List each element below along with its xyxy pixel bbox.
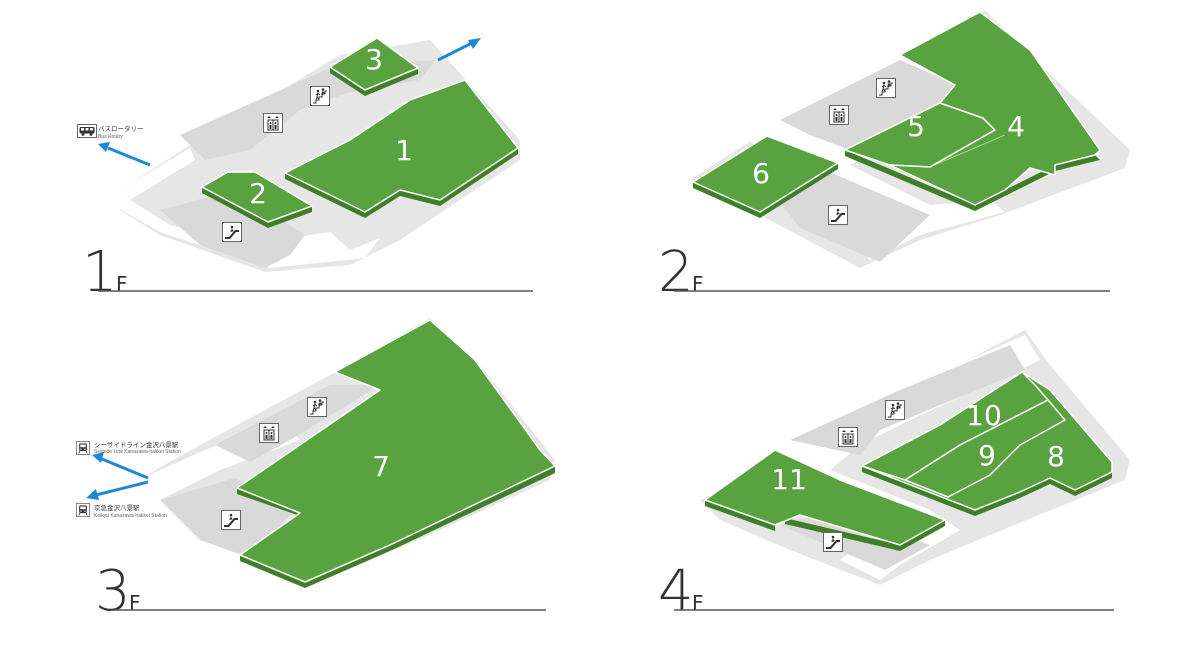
stairs-icon bbox=[307, 397, 327, 417]
store-number-3: 3 bbox=[365, 43, 383, 76]
escalator-icon bbox=[221, 510, 241, 530]
elevator-icon bbox=[829, 105, 849, 125]
corridor bbox=[215, 385, 380, 462]
store-block-2[interactable] bbox=[201, 171, 313, 223]
floor-2f: 6 5 4 2 F bbox=[658, 10, 1130, 305]
arrowhead-icon bbox=[98, 142, 110, 152]
store-number-6: 6 bbox=[752, 157, 770, 190]
keikyu-label-en: Keikyu Kanazawa-hakkei Station bbox=[94, 513, 167, 519]
store-number-10: 10 bbox=[966, 399, 1002, 432]
keikyu-label-jp: 京急金沢八景駅 bbox=[94, 503, 140, 512]
bus-rotary-label-jp: バスロータリー bbox=[98, 124, 144, 133]
floor-4f: 11 10 9 8 4 F bbox=[658, 330, 1130, 624]
floor-suffix: F bbox=[692, 591, 704, 615]
store-number-1: 1 bbox=[395, 134, 413, 167]
exit-arrow-seaside-line bbox=[101, 457, 149, 480]
arrowhead-icon bbox=[92, 452, 104, 463]
elevator-icon bbox=[838, 427, 858, 447]
store-number-8: 8 bbox=[1047, 440, 1065, 473]
exit-arrow-keikyu bbox=[95, 480, 149, 497]
store-block-3[interactable] bbox=[329, 37, 419, 91]
store-number-9: 9 bbox=[978, 439, 996, 472]
escalator-icon bbox=[823, 532, 843, 552]
seaside-line-label-jp: シーサイドライン金沢八景駅 bbox=[94, 440, 179, 449]
floor-number: 2 bbox=[658, 240, 694, 305]
stairs-icon bbox=[876, 78, 896, 98]
store-block-11[interactable] bbox=[704, 449, 946, 546]
bus-rotary-label-en: Bus Rotary bbox=[98, 134, 123, 140]
corridor bbox=[780, 60, 980, 150]
floor-number: 3 bbox=[95, 559, 131, 624]
store-block-4[interactable] bbox=[889, 11, 1101, 206]
train-icon bbox=[76, 503, 90, 517]
floor-suffix: F bbox=[692, 272, 704, 296]
store-number-11: 11 bbox=[771, 463, 807, 496]
store-number-7: 7 bbox=[372, 450, 390, 483]
bus-icon bbox=[77, 124, 97, 138]
arrowhead-icon bbox=[468, 38, 481, 49]
store-number-4: 4 bbox=[1007, 110, 1025, 143]
floor-suffix: F bbox=[116, 272, 128, 296]
store-number-5: 5 bbox=[907, 110, 925, 143]
store-block-1[interactable] bbox=[284, 79, 519, 213]
store-divider bbox=[929, 134, 1006, 168]
corridor-lower bbox=[770, 170, 930, 262]
floor-number: 1 bbox=[82, 240, 118, 305]
seaside-line-label-en: Seaside Line Kanazawa-hakkei Station bbox=[94, 449, 181, 455]
stairs-icon bbox=[885, 400, 905, 420]
store-block-7[interactable] bbox=[236, 319, 556, 583]
exit-arrow-bus bbox=[107, 146, 151, 167]
escalator-icon bbox=[222, 222, 242, 242]
store-block-6[interactable] bbox=[692, 135, 839, 213]
elevator-icon bbox=[263, 113, 283, 133]
train-icon bbox=[76, 441, 90, 455]
floor-3f: 7 シーサイドライン金沢八景駅 Seaside Line Kanazawa-ha… bbox=[76, 318, 556, 624]
store-block-9[interactable] bbox=[904, 399, 1066, 498]
exit-arrow-northeast bbox=[437, 41, 473, 62]
floor-number: 4 bbox=[658, 559, 694, 624]
floor-1f: 3 1 2 バスロータリー Bus Rotary 1 F bbox=[77, 37, 533, 305]
stairs-icon bbox=[310, 86, 330, 106]
elevator-icon bbox=[259, 423, 279, 443]
store-number-2: 2 bbox=[249, 177, 267, 210]
floor-suffix: F bbox=[129, 591, 141, 615]
walkway bbox=[115, 148, 380, 268]
arrowhead-icon bbox=[86, 489, 99, 500]
escalator-icon bbox=[828, 205, 848, 225]
